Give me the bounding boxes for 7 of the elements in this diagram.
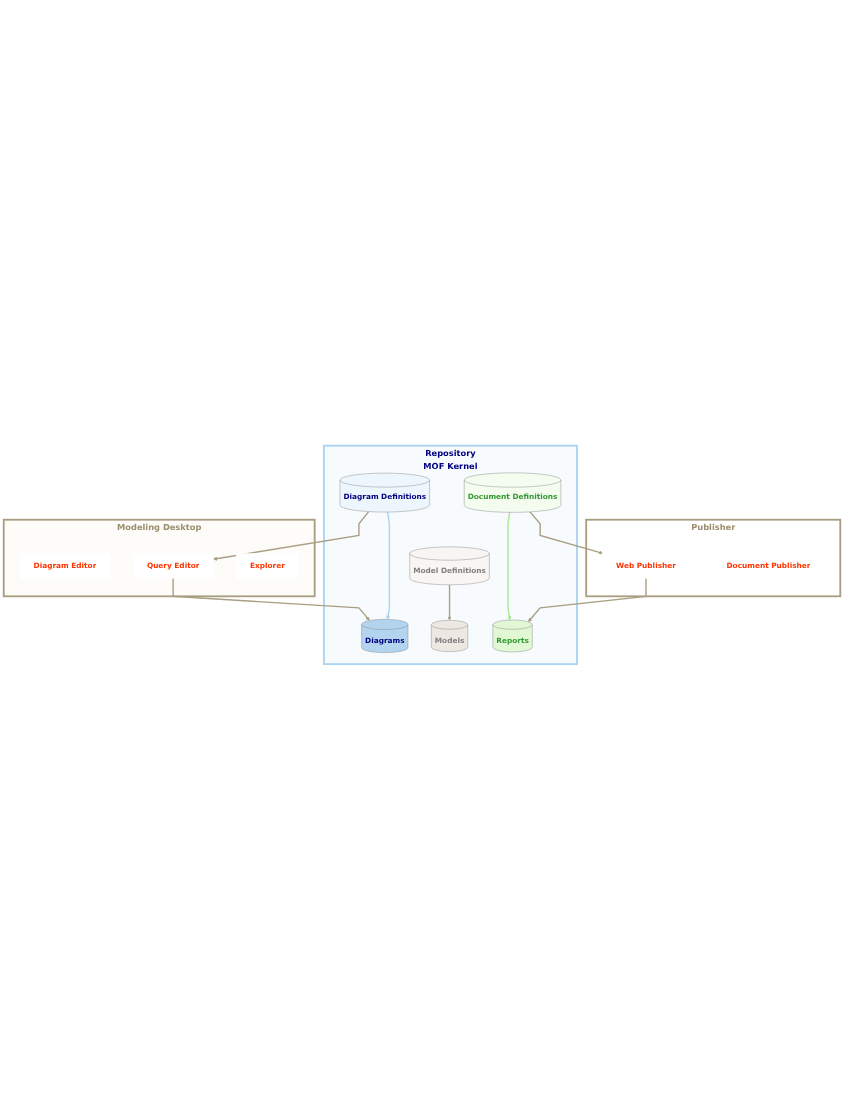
arrow — [507, 511, 512, 621]
arrow — [172, 577, 370, 621]
arrow — [212, 511, 370, 561]
arrow — [447, 584, 452, 621]
arrow — [386, 511, 391, 620]
arrow — [528, 577, 647, 623]
arrow — [529, 511, 604, 555]
